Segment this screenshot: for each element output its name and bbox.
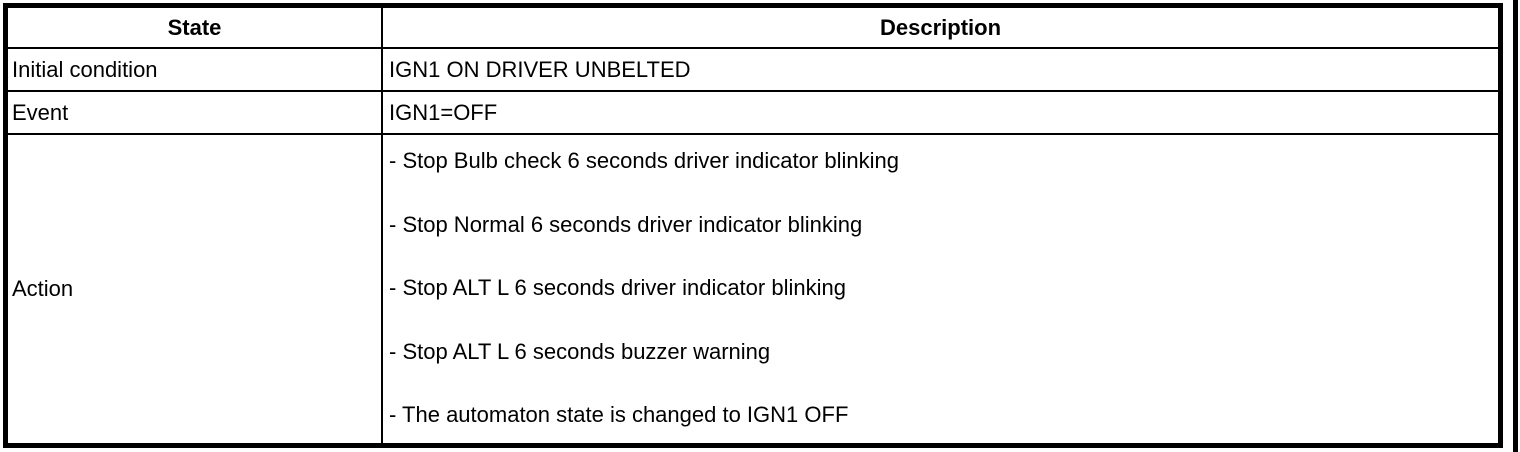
action-item: - Stop ALT L 6 seconds driver indicator … [389, 275, 846, 300]
row-label-action: Action [8, 135, 383, 443]
action-item: - The automaton state is changed to IGN1… [389, 402, 849, 427]
page-edge-rule [1513, 0, 1518, 452]
action-item: - Stop Normal 6 seconds driver indicator… [389, 211, 863, 237]
cell-event-description: IGN1=OFF [383, 92, 1498, 135]
row-label-event: Event [8, 92, 383, 135]
column-header-state: State [8, 8, 383, 49]
action-item: - Stop Bulb check 6 seconds driver indic… [389, 148, 899, 173]
column-header-description: Description [383, 8, 1498, 49]
row-label-initial-condition: Initial condition [8, 49, 383, 92]
cell-action-description: - Stop Bulb check 6 seconds driver indic… [383, 135, 1498, 443]
state-description-table: State Description Initial condition IGN1… [3, 3, 1503, 448]
cell-initial-condition-description: IGN1 ON DRIVER UNBELTED [383, 49, 1498, 92]
action-item: - Stop ALT L 6 seconds buzzer warning [389, 338, 771, 364]
